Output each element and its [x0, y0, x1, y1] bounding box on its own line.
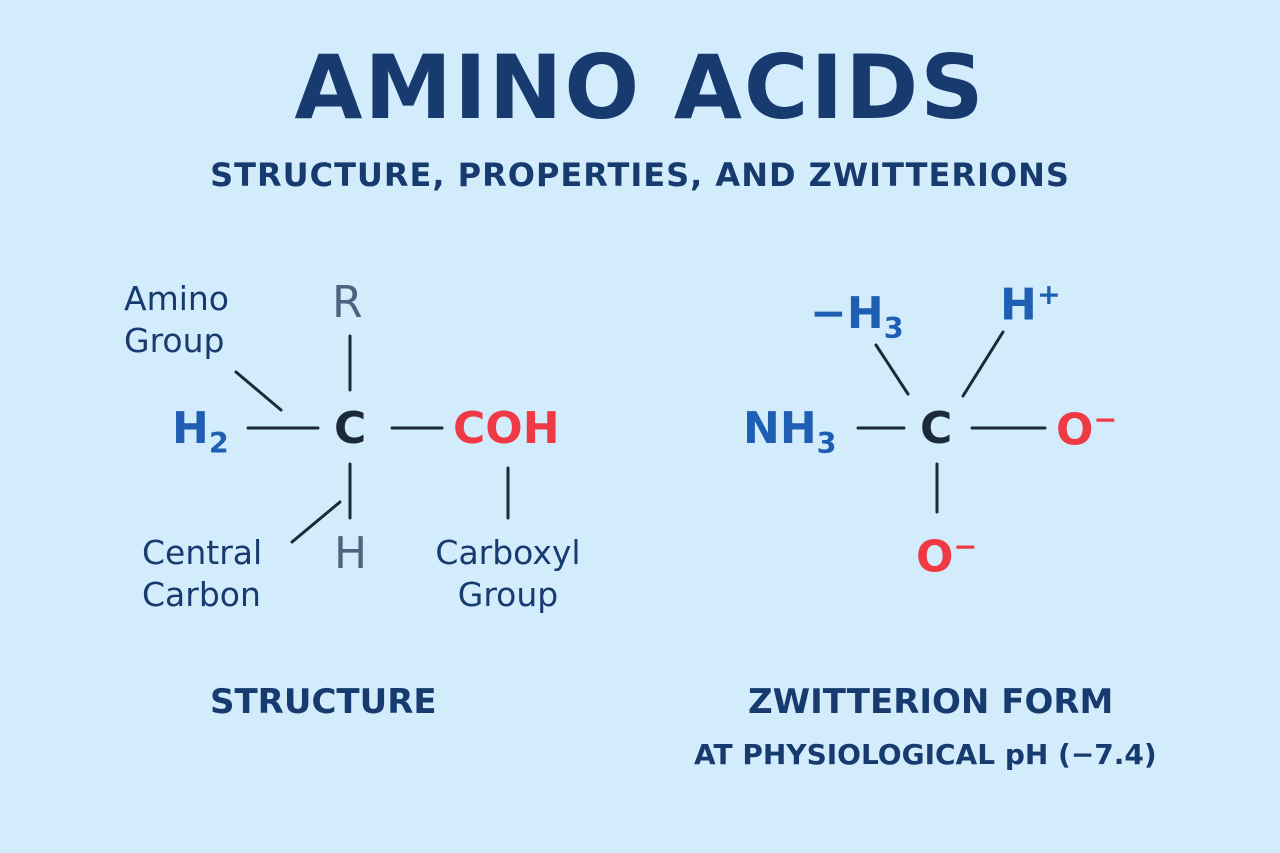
- diagram-subtitle: STRUCTURE, PROPERTIES, AND ZWITTERIONS: [210, 156, 1070, 194]
- atom-zwitterion-c: C: [920, 403, 953, 454]
- atom-h-plus-charge: +: [1036, 277, 1061, 311]
- atom-nh3-subscript: 3: [816, 425, 837, 460]
- atom-o-bottom-charge: −: [953, 529, 978, 563]
- pointer-carbon: [290, 500, 342, 544]
- amino-group-label: Amino Group: [124, 278, 229, 362]
- central-carbon-label-line1: Central: [142, 533, 263, 572]
- atom-h-plus: H+: [1000, 280, 1061, 328]
- atom-h2: H2: [172, 407, 229, 460]
- pointer-amino: [234, 370, 283, 412]
- carboxyl-group-label: Carboxyl Group: [424, 532, 592, 616]
- atom-h2-symbol: H: [172, 403, 209, 454]
- atom-h-plus-symbol: H: [1000, 279, 1037, 331]
- atom-central-c: C: [334, 403, 367, 454]
- zwitterion-caption-sub: AT PHYSIOLOGICAL pH (−7.4): [694, 738, 1157, 771]
- atom-o-right-symbol: O: [1056, 404, 1094, 456]
- atom-carboxyl-coh: COH: [453, 403, 560, 454]
- carboxyl-group-label-line1: Carboxyl: [435, 533, 581, 572]
- atom-h-bottom: H: [334, 528, 368, 579]
- atom-o-bottom-symbol: O: [916, 531, 954, 583]
- bond-h3-c: [874, 343, 910, 396]
- carboxyl-group-label-line2: Group: [457, 575, 559, 614]
- atom-minus-h3-symbol: −H: [810, 288, 884, 339]
- bond-hplus-c: [961, 330, 1005, 398]
- atom-o-right-charge: −: [1093, 402, 1118, 436]
- diagram-title: AMINO ACIDS: [294, 36, 986, 139]
- atom-r: R: [332, 277, 363, 328]
- amino-group-label-line2: Group: [124, 321, 225, 360]
- structure-caption: STRUCTURE: [210, 682, 437, 722]
- atom-nh3: NH3: [743, 407, 837, 460]
- zwitterion-caption: ZWITTERION FORM: [748, 682, 1114, 722]
- atom-o-right: O−: [1056, 405, 1117, 453]
- atom-h2-subscript: 2: [208, 425, 229, 460]
- atom-minus-h3-subscript: 3: [883, 310, 904, 345]
- atom-o-bottom: O−: [916, 532, 977, 580]
- amino-group-label-line1: Amino: [124, 279, 229, 318]
- central-carbon-label: Central Carbon: [142, 532, 262, 616]
- central-carbon-label-line2: Carbon: [142, 575, 261, 614]
- atom-nh3-symbol: NH: [743, 403, 817, 454]
- atom-minus-h3: −H3: [810, 292, 904, 345]
